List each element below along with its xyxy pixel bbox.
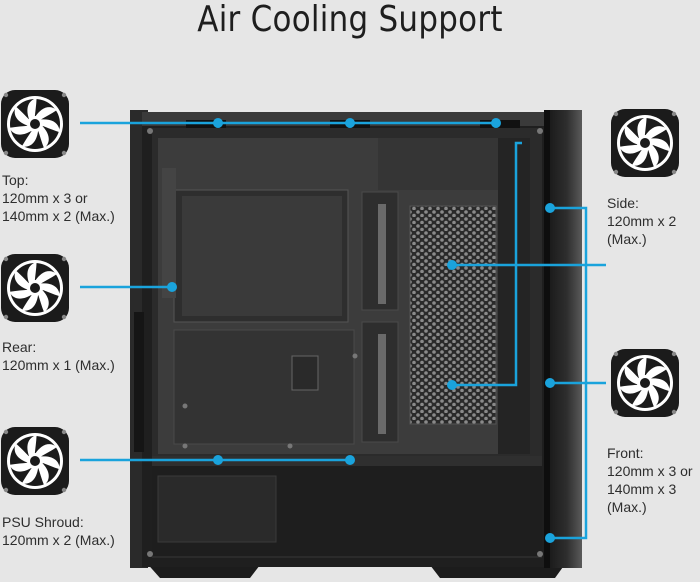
- fan-icon-rear: [1, 254, 69, 322]
- connector-dots: [167, 118, 555, 543]
- label-psu-shroud: PSU Shroud: 120mm x 2 (Max.): [2, 514, 115, 548]
- connector-lines: [80, 121, 606, 540]
- label-top: Top: 120mm x 3 or 140mm x 2 (Max.): [2, 172, 115, 224]
- label-rear: Rear: 120mm x 1 (Max.): [2, 339, 115, 373]
- fan-icon-psu: [1, 427, 69, 495]
- fan-icon-side: [611, 109, 679, 177]
- page-title: Air Cooling Support: [197, 0, 503, 40]
- fan-icon-top: [1, 90, 69, 158]
- pc-case: [130, 110, 582, 578]
- label-front: Front: 120mm x 3 or 140mm x 3 (Max.): [607, 445, 693, 515]
- label-side: Side: 120mm x 2 (Max.): [607, 195, 677, 247]
- fan-icon-front: [611, 349, 679, 417]
